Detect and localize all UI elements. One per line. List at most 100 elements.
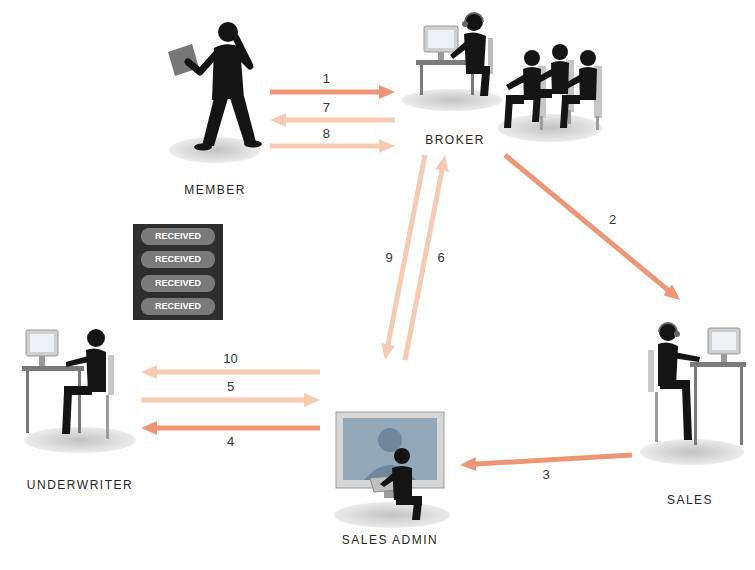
broker-desk-figure	[438, 52, 444, 60]
sales-figure	[740, 367, 743, 445]
step-number: 3	[540, 468, 551, 482]
stamp-text: RECEIVED	[155, 301, 201, 312]
member-figure	[244, 141, 262, 148]
received-stamp-panel	[141, 298, 215, 315]
underwriter-figure	[86, 348, 106, 392]
sales-figure	[721, 354, 727, 362]
broker-desk-figure	[465, 13, 483, 31]
sales-figure	[658, 323, 700, 440]
sales-figure	[655, 392, 658, 442]
sales-admin-figure	[336, 412, 444, 488]
role-name: SALES	[667, 493, 713, 507]
broker-desk-figure	[450, 40, 470, 59]
member-figure	[194, 22, 262, 151]
underwriter-figure	[62, 329, 106, 434]
sales-figure	[712, 332, 736, 350]
sales-admin-figure	[334, 502, 450, 528]
flow-arrow	[282, 118, 395, 123]
role-name: UNDERWRITER	[27, 478, 133, 492]
underwriter-figure	[106, 395, 109, 439]
step-number: 9	[383, 251, 394, 265]
underwriter-figure	[39, 356, 45, 366]
sales-admin-figure	[334, 412, 450, 528]
role-figure: SALES ADMIN	[320, 360, 460, 555]
sales-figure	[682, 386, 692, 440]
underwriter-figure	[62, 392, 72, 434]
step-number: 7	[321, 101, 332, 115]
flow-arrow	[472, 455, 632, 464]
broker-desk-figure	[424, 26, 458, 52]
sales-figure	[659, 323, 677, 341]
underwriter-figure	[87, 329, 105, 347]
underwriter-figure	[22, 366, 84, 371]
broker-team-figure	[498, 114, 602, 142]
sales-figure	[708, 328, 740, 354]
received-stamp-panel	[133, 224, 223, 320]
broker-team-figure	[498, 44, 602, 142]
role-name: BROKER	[425, 133, 485, 147]
received-stamp-panel	[141, 228, 215, 245]
broker-desk-figure	[402, 13, 502, 111]
broker-desk-figure	[428, 30, 454, 48]
step-number: 4	[225, 435, 236, 449]
received-stamp-panel	[133, 224, 223, 320]
sales-figure	[640, 323, 746, 465]
role-figure: MEMBER	[160, 10, 270, 205]
member-figure	[194, 144, 212, 151]
sales-figure	[672, 352, 700, 362]
sales-figure	[640, 439, 744, 465]
sales-admin-figure	[343, 418, 437, 480]
sales-figure	[648, 350, 654, 392]
role-name: MEMBER	[184, 183, 246, 197]
step-number: 10	[221, 352, 239, 366]
broker-desk-figure	[462, 21, 468, 27]
flow-arrow	[153, 370, 320, 375]
sales-admin-figure	[392, 466, 412, 500]
sales-figure	[694, 367, 697, 445]
flow-arrow	[270, 90, 383, 95]
sales-figure	[674, 331, 680, 337]
step-number: 8	[321, 127, 332, 141]
sales-admin-figure	[394, 448, 410, 464]
stamp-text: RECEIVED	[155, 231, 201, 242]
sales-admin-figure	[380, 448, 422, 520]
received-stamp-panel	[141, 275, 215, 292]
member-figure	[188, 54, 216, 72]
member-figure	[230, 96, 256, 145]
underwriter-figure	[22, 329, 136, 453]
stamp-text: RECEIVED	[155, 254, 201, 265]
underwriter-figure	[108, 355, 114, 395]
sales-figure	[659, 323, 677, 332]
broker-desk-figure	[465, 13, 483, 22]
underwriter-figure	[78, 371, 81, 433]
member-figure	[236, 38, 250, 66]
sales-figure	[658, 342, 678, 386]
step-number: 1	[321, 72, 332, 86]
underwriter-figure	[30, 334, 54, 352]
broker-team-figure	[560, 50, 602, 130]
broker-desk-figure	[450, 13, 490, 96]
sales-admin-figure	[380, 472, 397, 487]
received-stamp-panel	[141, 251, 215, 268]
role-figure: BROKER	[395, 5, 515, 155]
stamp-text: RECEIVED	[155, 278, 201, 289]
underwriter-figure	[26, 371, 29, 433]
member-figure	[202, 98, 228, 146]
sales-admin-figure	[378, 428, 402, 452]
step-number: 6	[435, 251, 446, 265]
flow-arrow	[141, 398, 308, 403]
flow-arrow	[270, 144, 383, 149]
broker-desk-figure	[464, 32, 486, 70]
underwriter-figure	[26, 330, 58, 356]
sales-admin-figure	[412, 502, 422, 520]
sales-figure	[690, 362, 746, 367]
step-number: 5	[225, 380, 236, 394]
broker-desk-figure	[420, 65, 423, 95]
role-figure: SALES	[632, 300, 748, 515]
flow-arrow	[153, 426, 320, 431]
broker-desk-figure	[480, 72, 490, 96]
flow-arrow	[505, 155, 671, 292]
step-number: 2	[607, 213, 618, 227]
member-figure	[168, 22, 262, 163]
